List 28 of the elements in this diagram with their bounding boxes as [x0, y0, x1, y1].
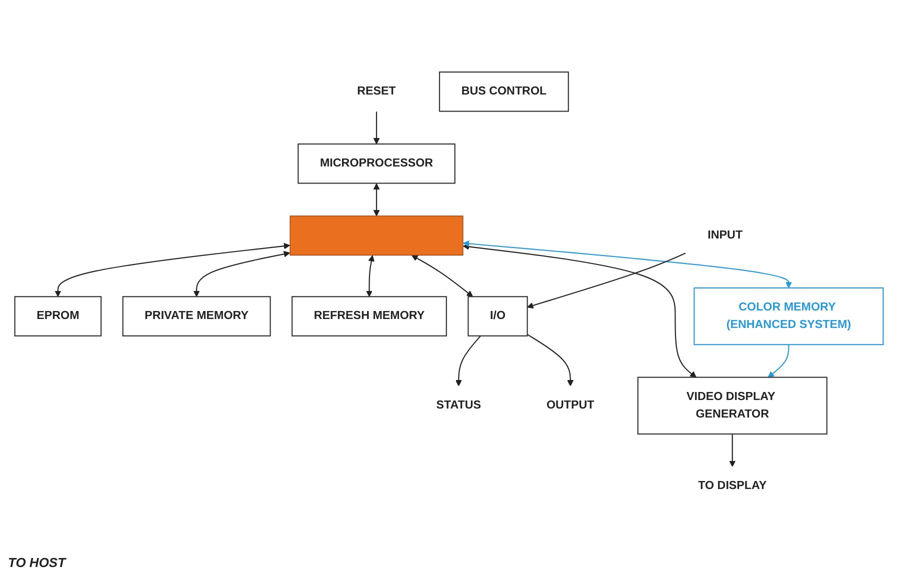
node-text: RESET — [357, 85, 396, 98]
node-box: BUS CONTROL — [438, 72, 569, 112]
node-box: EPROM — [14, 296, 102, 336]
arrow — [729, 434, 736, 467]
arrow — [373, 183, 380, 216]
arrow — [455, 336, 482, 386]
node-box: COLOR MEMORY (ENHANCED SYSTEM) — [694, 287, 884, 346]
node-box: VIDEO DISPLAY GENERATOR — [637, 376, 828, 435]
node-text: STATUS — [436, 399, 482, 412]
node-text: INPUT — [708, 229, 743, 242]
arrow — [373, 111, 380, 144]
node-text: TO DISPLAY — [698, 480, 767, 492]
arrow — [366, 255, 374, 297]
arrow — [412, 255, 474, 297]
node-bar — [290, 216, 464, 256]
node-box: I/O — [468, 296, 528, 336]
note-label: TO HOST — [8, 555, 66, 570]
arrow — [193, 250, 290, 297]
node-box: PRIVATE MEMORY — [122, 296, 271, 336]
arrow — [527, 252, 686, 309]
arrow — [462, 244, 696, 378]
arrow — [768, 344, 790, 378]
arrow — [462, 240, 792, 288]
arrow — [527, 334, 574, 386]
node-text: OUTPUT — [546, 399, 594, 412]
arrow — [54, 242, 290, 297]
node-box: REFRESH MEMORY — [292, 296, 447, 336]
node-box: MICROPROCESSOR — [298, 143, 456, 184]
